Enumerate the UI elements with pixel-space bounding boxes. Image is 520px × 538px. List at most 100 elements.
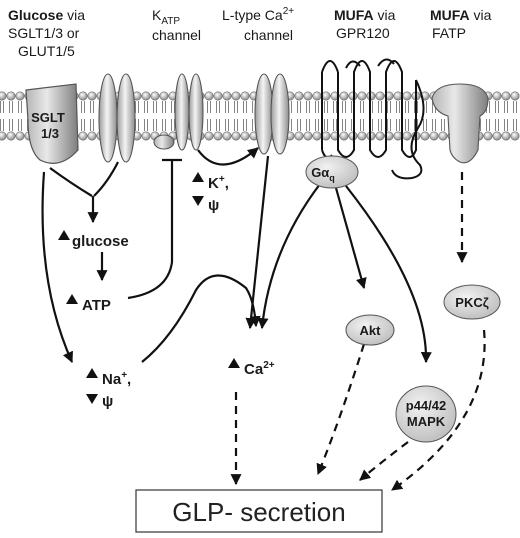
p44-label: p44/42	[406, 398, 446, 413]
svg-text:MUFA via: MUFA via	[334, 7, 396, 23]
lipid-head	[312, 91, 322, 101]
ca-label-sup: 2+	[263, 360, 275, 371]
line-atp-to-katp	[127, 160, 174, 300]
arrow-sglt-to-merge	[49, 167, 93, 197]
lipid-head	[375, 91, 385, 101]
svg-text:L-type Ca2+: L-type Ca2+	[222, 6, 294, 23]
galpha-label: Gα	[311, 165, 329, 180]
lipid-head	[78, 91, 88, 101]
up-arrow-icon	[192, 172, 204, 182]
svg-text:Gαq: Gαq	[311, 165, 335, 183]
na-label: Na	[102, 371, 122, 388]
gpr120-receptor	[321, 58, 425, 180]
dashed-arrows	[230, 172, 486, 491]
lipid-head	[501, 91, 511, 101]
katp-header-main: K	[152, 7, 162, 23]
lipid-head	[303, 131, 313, 141]
lipid-head	[339, 131, 349, 141]
arrow-p44-to-secretion	[359, 441, 409, 481]
lipid-head	[222, 91, 232, 101]
lipid-head	[420, 131, 430, 141]
psi-label: ψ	[208, 197, 219, 214]
down-arrow-icon	[192, 196, 204, 206]
mufa-gpr-rest: via	[374, 7, 396, 23]
glucose-header-rest: via	[63, 7, 85, 23]
lipid-head	[240, 91, 250, 101]
lipid-head	[240, 131, 250, 141]
mapk-label: MAPK	[407, 414, 446, 429]
svg-text:Glucose via: Glucose via	[8, 7, 85, 23]
lipid-head	[393, 91, 403, 101]
lipid-head	[204, 91, 214, 101]
mufa-fatp-bold: MUFA	[430, 7, 470, 23]
lipid-head	[213, 91, 223, 101]
lipid-head	[501, 131, 511, 141]
lipid-head	[141, 91, 151, 101]
header-ltype: L-type Ca2+ channel	[222, 6, 294, 43]
svg-text:K+,: K+,	[208, 174, 229, 192]
lipid-head	[231, 91, 241, 101]
akt-label: Akt	[360, 323, 382, 338]
solid-arrows	[41, 147, 432, 364]
psi2-label: ψ	[102, 393, 113, 410]
lipid-head	[321, 131, 331, 141]
down-arrow-icon	[86, 394, 98, 404]
mufa-fatp-line2: FATP	[432, 25, 466, 41]
arrow-pkc-to-secretion	[391, 329, 486, 491]
mufa-gpr-bold: MUFA	[334, 7, 374, 23]
k-label-sup: +	[219, 174, 225, 185]
lipid-head	[15, 91, 25, 101]
lipid-head	[402, 91, 412, 101]
lipid-head	[0, 131, 7, 141]
svg-text:MUFA via: MUFA via	[430, 7, 492, 23]
svg-text:Ca2+: Ca2+	[244, 360, 275, 378]
lipid-head	[204, 131, 214, 141]
arrow-akt-to-secretion	[316, 343, 366, 476]
lipid-head	[294, 131, 304, 141]
arrow-galpha-to-ca	[257, 183, 321, 330]
lipid-head	[78, 131, 88, 141]
fatp-transporter	[431, 83, 489, 164]
lipid-head	[303, 91, 313, 101]
lipid-head	[483, 131, 493, 141]
k-label-comma: ,	[225, 175, 229, 192]
arrow-katp-to-ltype	[197, 147, 259, 166]
lipid-head	[222, 131, 232, 141]
lipid-head	[6, 91, 16, 101]
arrow-sglt-to-na	[41, 171, 74, 364]
glut-transporter	[98, 73, 136, 163]
k-label: K	[208, 175, 219, 192]
lipid-head	[0, 91, 7, 101]
pkc-zeta-node: PKCζ	[443, 284, 501, 320]
lipid-head	[15, 131, 25, 141]
svg-text:KATP: KATP	[152, 7, 180, 27]
katp-header-line2: channel	[152, 27, 201, 43]
lipid-head	[357, 91, 367, 101]
ca-label: Ca	[244, 361, 264, 378]
lipid-head	[492, 131, 502, 141]
lipid-head	[6, 131, 16, 141]
glucose-header-line3: GLUT1/5	[18, 43, 75, 59]
lipid-head	[375, 131, 385, 141]
l-type-calcium-channel	[254, 73, 290, 155]
katp-channel	[153, 73, 204, 151]
galpha-sub: q	[329, 173, 335, 183]
up-arrow-icon	[228, 358, 240, 368]
katp-subunit	[153, 134, 175, 150]
lipid-head	[357, 131, 367, 141]
na-label-sup: +	[121, 370, 127, 381]
arrow-ltype-to-ca	[245, 155, 270, 330]
lipid-head	[213, 131, 223, 141]
up-arrow-icon	[86, 368, 98, 378]
p44-mapk-node: p44/42 MAPK	[395, 385, 457, 443]
ltype-header-line1: L-type Ca	[222, 7, 283, 23]
sglt-label-1: SGLT	[31, 110, 65, 125]
mufa-gpr-line2: GPR120	[336, 25, 390, 41]
lipid-head	[87, 91, 97, 101]
glucose-header-bold: Glucose	[8, 7, 63, 23]
lipid-head	[159, 91, 169, 101]
ltype-header-sup: 2+	[283, 6, 295, 17]
svg-text:Na+,: Na+,	[102, 370, 131, 388]
lipid-head	[150, 91, 160, 101]
lipid-head	[429, 131, 439, 141]
